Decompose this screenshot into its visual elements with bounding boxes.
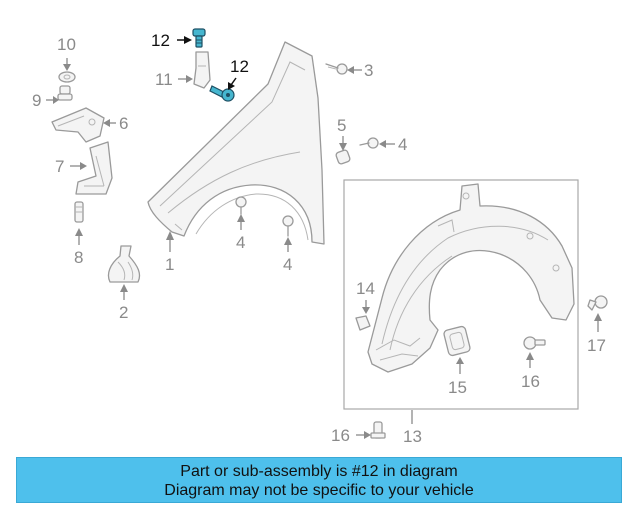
callout-2[interactable]: 2 bbox=[119, 303, 128, 322]
bracket-part-11[interactable] bbox=[193, 51, 211, 89]
washer-part-10[interactable] bbox=[58, 71, 76, 83]
bolt-part-4-upper[interactable] bbox=[359, 137, 379, 149]
parts-diagram: 1 2 3 4 4 4 5 6 7 8 9 10 11 12 12 13 14 … bbox=[32, 28, 608, 446]
mud-guard-part-2[interactable] bbox=[107, 245, 141, 283]
bolt-part-3[interactable] bbox=[325, 63, 348, 75]
callout-1[interactable]: 1 bbox=[165, 255, 174, 274]
callout-10[interactable]: 10 bbox=[57, 35, 76, 54]
callout-8[interactable]: 8 bbox=[74, 248, 83, 267]
bolt-part-4-lower[interactable] bbox=[282, 215, 294, 237]
callout-4-mid[interactable]: 4 bbox=[236, 233, 245, 252]
leader-lines bbox=[46, 58, 602, 439]
bolt-part-12-top[interactable] bbox=[192, 28, 206, 48]
callout-4-upper[interactable]: 4 bbox=[398, 135, 407, 154]
callout-14[interactable]: 14 bbox=[356, 279, 375, 298]
callout-6[interactable]: 6 bbox=[119, 114, 128, 133]
bolt-part-12-lower[interactable] bbox=[209, 85, 235, 102]
grommet-part-5[interactable] bbox=[335, 149, 351, 165]
banner-line-1: Part or sub-assembly is #12 in diagram bbox=[180, 463, 458, 480]
inner-fender-liner-part-13[interactable] bbox=[343, 179, 579, 410]
stud-part-8[interactable] bbox=[74, 201, 84, 223]
banner-line-2: Diagram may not be specific to your vehi… bbox=[164, 482, 474, 499]
callout-5[interactable]: 5 bbox=[337, 116, 346, 135]
screw-part-16-bottom[interactable] bbox=[370, 421, 386, 439]
bolt-part-4-mid[interactable] bbox=[235, 196, 247, 215]
clip-part-17[interactable] bbox=[587, 295, 608, 311]
callout-16-right[interactable]: 16 bbox=[521, 372, 540, 391]
callout-3[interactable]: 3 bbox=[364, 61, 373, 80]
callout-17[interactable]: 17 bbox=[587, 336, 606, 355]
callout-11[interactable]: 11 bbox=[155, 70, 173, 89]
callout-15[interactable]: 15 bbox=[448, 378, 467, 397]
screw-part-9[interactable] bbox=[57, 85, 73, 101]
callout-4-lower[interactable]: 4 bbox=[283, 255, 292, 274]
bracket-part-6[interactable] bbox=[51, 107, 105, 143]
callout-7[interactable]: 7 bbox=[55, 157, 64, 176]
callout-16-bottom[interactable]: 16 bbox=[331, 426, 350, 445]
info-banner: Part or sub-assembly is #12 in diagram D… bbox=[16, 457, 622, 503]
fender-part-1[interactable] bbox=[147, 41, 325, 245]
screw-part-16-right[interactable] bbox=[523, 336, 546, 350]
callout-9[interactable]: 9 bbox=[32, 91, 41, 110]
callout-labels: 1 2 3 4 4 4 5 6 7 8 9 10 11 12 12 13 14 … bbox=[32, 31, 606, 446]
callout-13[interactable]: 13 bbox=[403, 427, 422, 446]
callout-12-top[interactable]: 12 bbox=[151, 31, 170, 50]
clip-part-14[interactable] bbox=[355, 315, 371, 331]
bracket-part-7[interactable] bbox=[75, 141, 113, 195]
seal-part-15[interactable] bbox=[443, 325, 471, 357]
callout-12-lower[interactable]: 12 bbox=[230, 57, 249, 76]
leader-lines-part-12 bbox=[177, 36, 237, 90]
